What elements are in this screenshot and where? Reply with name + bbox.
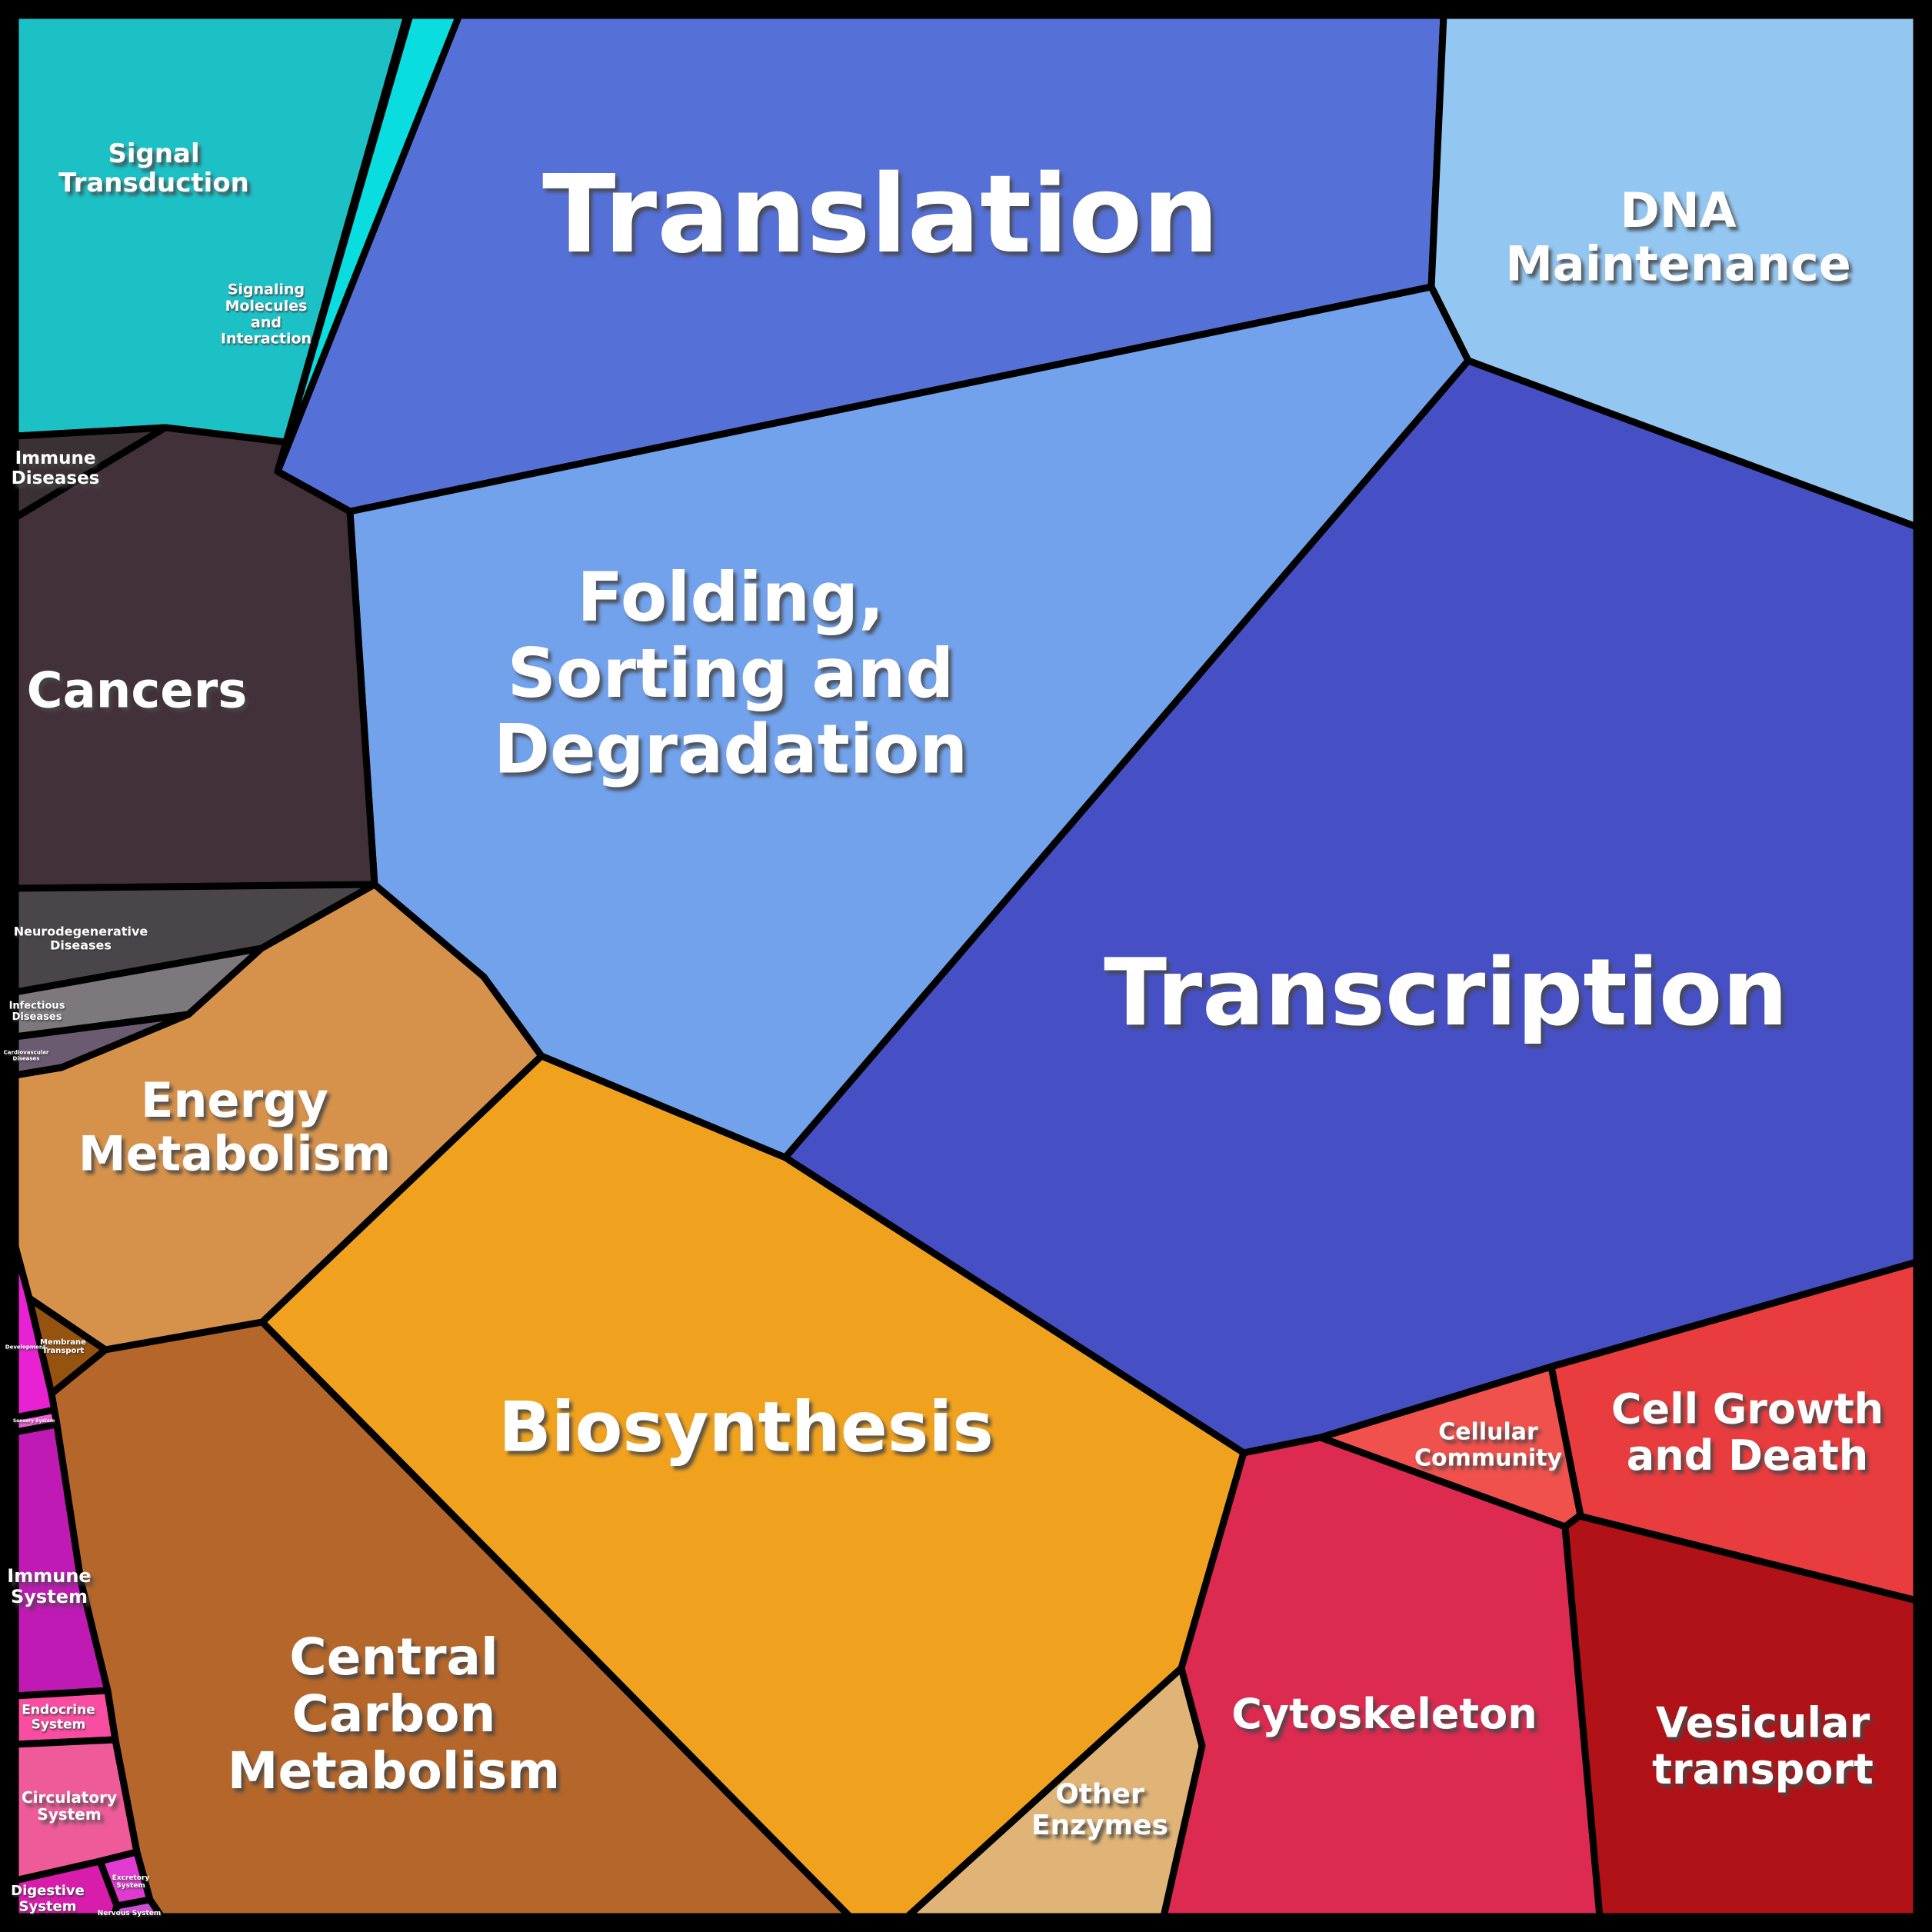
label-biosynthesis: Biosynthesis xyxy=(498,1387,994,1468)
label-transcription: Transcription xyxy=(1104,940,1787,1047)
label-cytoskeleton: Cytoskeleton xyxy=(1231,1690,1537,1738)
label-sensory-system: Sensory System xyxy=(13,1418,55,1424)
label-development: Development xyxy=(5,1344,46,1350)
label-nervous-system: Nervous System xyxy=(98,1910,162,1917)
label-cancers: Cancers xyxy=(27,662,248,719)
label-translation: Translation xyxy=(542,152,1219,278)
cell-central-carbon-metabolism[interactable]: Central Carbon Metabolism (~9%) xyxy=(48,1318,854,1920)
cell-cancers[interactable]: Cancers (~5%) xyxy=(12,424,378,892)
cell-vesicular-transport[interactable]: Vesicular transport (~3.5%) xyxy=(1561,1511,1920,1920)
